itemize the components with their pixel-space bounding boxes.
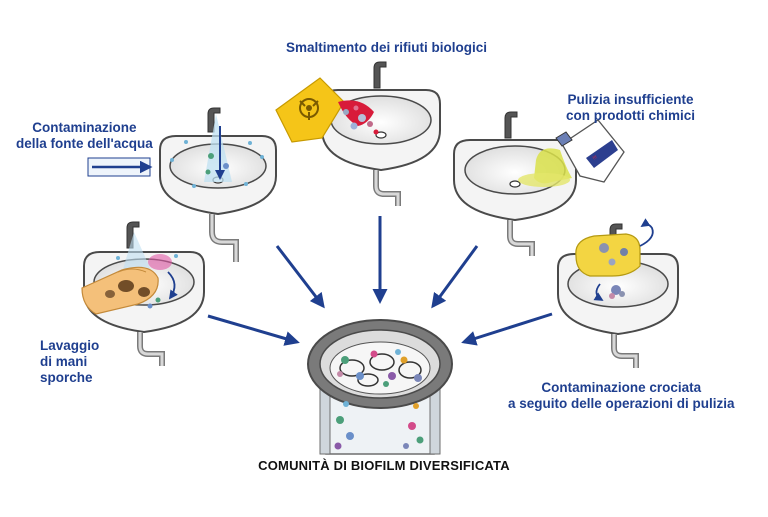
label-hand-washing: Lavaggio di mani sporche: [40, 338, 99, 386]
label-water-source: Contaminazione della fonte dell'acqua: [16, 120, 153, 152]
sponge-icon: [575, 233, 641, 277]
sink-chemical-cleaning: !!!: [453, 111, 625, 256]
label-biological-waste: Smaltimento dei rifiuti biologici: [286, 40, 487, 56]
label-cross-contamination: Contaminazione crociata a seguito delle …: [508, 380, 735, 412]
sink-hand-washing: [81, 221, 205, 366]
drain-icon: [307, 319, 453, 455]
label-line: della fonte dell'acqua: [16, 136, 153, 151]
svg-text:!!!: !!!: [592, 154, 599, 161]
faucet-icon: [373, 61, 387, 89]
label-line: Contaminazione crociata: [541, 380, 702, 395]
label-chemical-cleaning: Pulizia insufficiente con prodotti chimi…: [566, 92, 695, 124]
sink-biological-waste: [275, 61, 441, 206]
label-line: a seguito delle operazioni di pulizia: [508, 396, 735, 411]
glove-icon: [81, 266, 159, 315]
faucet-icon: [504, 111, 518, 139]
chemical-bottle-icon: !!!: [555, 119, 625, 183]
diagram-title: COMUNITÀ DI BIOFILM DIVERSIFICATA: [258, 458, 510, 473]
biological-spill: [338, 100, 379, 135]
faucet-icon: [207, 107, 221, 133]
label-line: con prodotti chimici: [566, 108, 696, 123]
label-line: di mani: [40, 354, 88, 369]
flow-arrows: [207, 216, 553, 346]
label-line: Lavaggio: [40, 338, 100, 353]
label-line: Smaltimento dei rifiuti biologici: [286, 40, 488, 55]
water-inlet-pipe: [87, 157, 153, 177]
microbes: [170, 140, 264, 188]
biohazard-bag-icon: [275, 77, 345, 143]
biofilm-icon: [334, 349, 424, 450]
faucet-icon: [126, 221, 140, 249]
label-line: sporche: [40, 370, 93, 385]
label-line: Pulizia insufficiente: [567, 92, 694, 107]
sink-cross-contamination: [557, 218, 679, 368]
cleaning-liquid: [518, 148, 572, 187]
sink-water-source: [87, 107, 277, 262]
microbes: [609, 285, 625, 299]
label-line: Contaminazione: [32, 120, 137, 135]
